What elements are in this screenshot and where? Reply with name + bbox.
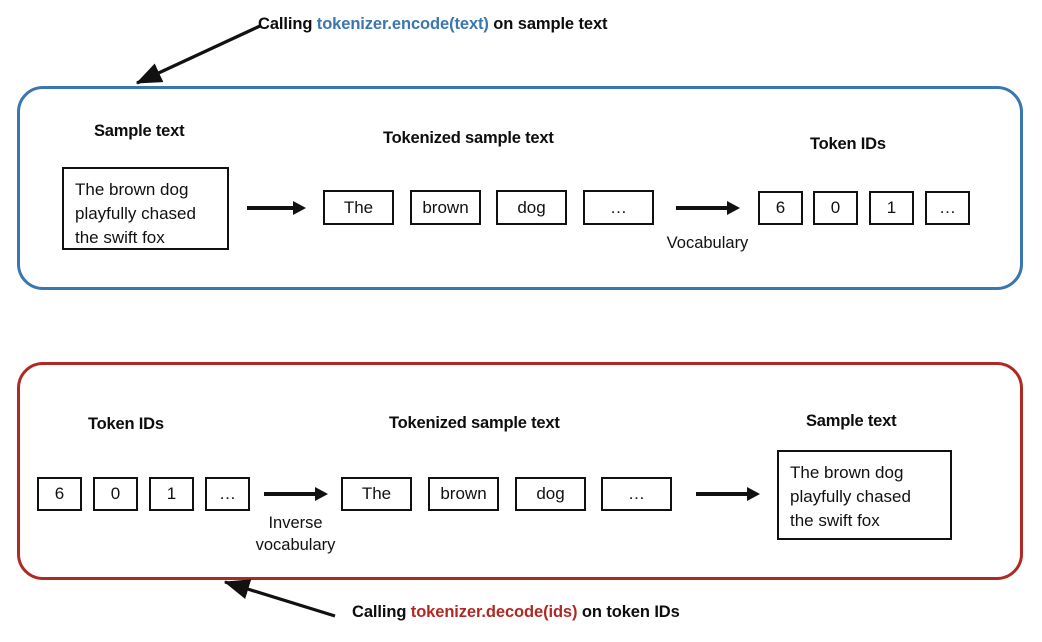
decode-token-cell: … [601, 477, 672, 511]
encode-token-cell: The [323, 190, 394, 225]
decode-caption-pointer-arrow [223, 579, 336, 618]
encode-vocabulary-label: Vocabulary [666, 234, 749, 252]
decode-token-id-cell: 0 [93, 477, 138, 511]
encode-token-id-cell: 0 [813, 191, 858, 225]
encode-sample-text-heading: Sample text [94, 122, 185, 140]
encode-token-id-cell: 6 [758, 191, 803, 225]
encode-tokenized-heading: Tokenized sample text [383, 129, 554, 147]
decode-token-id-cell: 6 [37, 477, 82, 511]
decode-arrow-1 [264, 487, 328, 501]
decode-token-cell: brown [428, 477, 499, 511]
encode-arrow-1 [247, 201, 306, 215]
encode-caption-code: tokenizer.encode(text) [316, 15, 489, 33]
encode-token-ids-heading: Token IDs [810, 135, 886, 153]
encode-caption: Calling tokenizer.encode(text) on sample… [258, 15, 608, 34]
decode-token-cell: dog [515, 477, 586, 511]
encode-sample-text-box: The brown dog playfully chased the swift… [62, 167, 229, 250]
decode-token-ids-heading: Token IDs [88, 415, 164, 433]
decode-token-cell: The [341, 477, 412, 511]
decode-caption-prefix: Calling [352, 603, 407, 621]
decode-sample-text-box: The brown dog playfully chased the swift… [777, 450, 952, 540]
encode-caption-pointer-arrow [135, 24, 261, 85]
decode-inverse-vocabulary-label: Inverse vocabulary [255, 514, 336, 554]
decode-sample-text-heading: Sample text [806, 412, 897, 430]
encode-token-id-cell: 1 [869, 191, 914, 225]
encode-caption-suffix: on sample text [493, 15, 608, 33]
encode-arrow-2 [676, 201, 740, 215]
encode-token-cell: … [583, 190, 654, 225]
decode-arrow-2 [696, 487, 760, 501]
encode-token-cell: brown [410, 190, 481, 225]
decode-caption-code: tokenizer.decode(ids) [410, 603, 578, 621]
decode-tokenized-heading: Tokenized sample text [389, 414, 560, 432]
encode-token-id-cell: … [925, 191, 970, 225]
decode-caption: Calling tokenizer.decode(ids) on token I… [352, 603, 680, 622]
decode-token-id-cell: … [205, 477, 250, 511]
decode-caption-suffix: on token IDs [581, 603, 680, 621]
encode-caption-prefix: Calling [258, 15, 313, 33]
encode-token-cell: dog [496, 190, 567, 225]
decode-token-id-cell: 1 [149, 477, 194, 511]
